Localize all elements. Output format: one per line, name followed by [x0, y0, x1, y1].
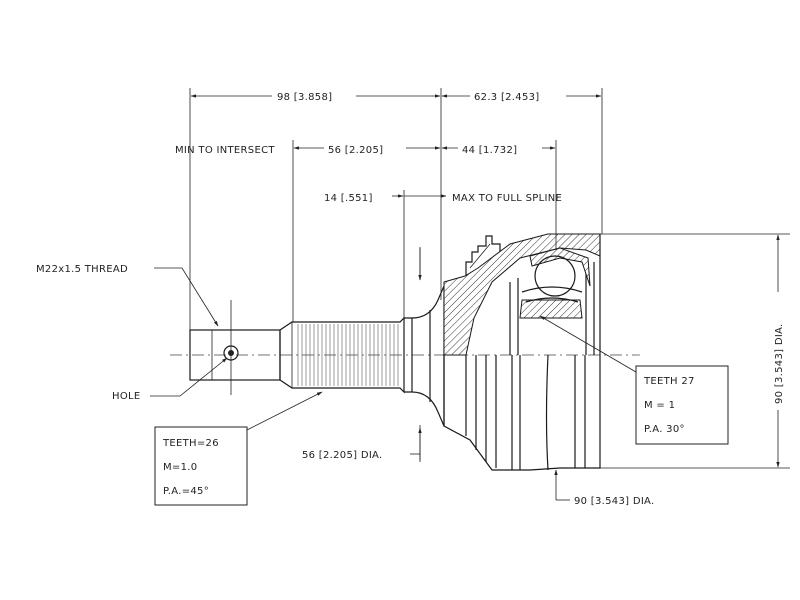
- shaft-neck: [404, 285, 445, 427]
- hole-label: HOLE: [112, 391, 140, 402]
- max-to-full-spline-label: MAX TO FULL SPLINE: [452, 193, 562, 204]
- dim-spline-length: 56 [2.205]: [328, 145, 383, 156]
- dim-outer-length: 62.3 [2.453]: [474, 92, 539, 103]
- dim-body-length: 44 [1.732]: [462, 145, 517, 156]
- ball: [534, 255, 576, 297]
- outer-housing: [443, 233, 601, 471]
- spec-right-leader: [539, 315, 637, 373]
- inner-race: [519, 247, 591, 319]
- min-to-intersect-label: MIN TO INTERSECT: [175, 145, 275, 156]
- dim-shaft-dia: 56 [2.205] DIA.: [302, 450, 383, 461]
- cage: [521, 286, 583, 303]
- dim-spline-start: 14 [.551]: [324, 193, 373, 204]
- spec-box-left: TEETH=26 M=1.0 P.A.=45°: [154, 426, 248, 506]
- thread-label: M22x1.5 THREAD: [36, 264, 128, 275]
- spec-right-module: M = 1: [644, 400, 675, 411]
- spec-right-teeth: TEETH 27: [643, 376, 695, 387]
- spec-box-right: TEETH 27 M = 1 P.A. 30°: [635, 365, 729, 445]
- thread-leader: [154, 267, 219, 327]
- splined-shaft: [279, 316, 405, 394]
- spec-left-leader: [246, 391, 323, 431]
- dim-outer-dia-bottom: 90 [3.543] DIA.: [574, 496, 655, 507]
- spec-left-module: M=1.0: [163, 462, 197, 473]
- dim-overall-length: 98 [3.858]: [277, 92, 332, 103]
- dim-outer-dia-right: 90 [3.543] DIA.: [774, 323, 785, 404]
- spec-right-pressure-angle: P.A. 30°: [644, 424, 685, 435]
- spec-left-pressure-angle: P.A.=45°: [163, 486, 209, 497]
- cross-hole: [223, 300, 239, 395]
- hole-leader: [150, 357, 228, 397]
- spec-left-teeth: TEETH=26: [162, 438, 219, 449]
